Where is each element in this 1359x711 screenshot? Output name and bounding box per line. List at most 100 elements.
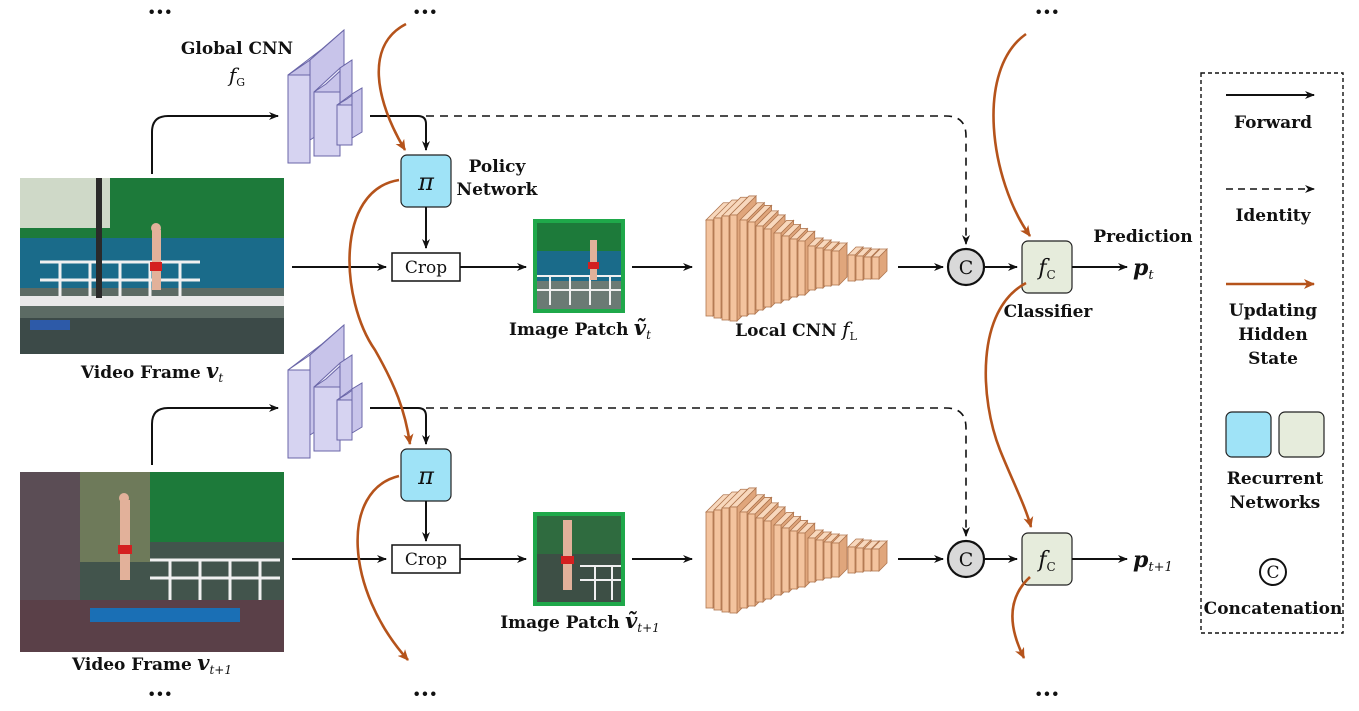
local-cnn-layer bbox=[781, 527, 790, 593]
global-cnn-t bbox=[287, 28, 363, 164]
prediction-t: pt bbox=[1133, 255, 1154, 283]
legend-updating-label-3: State bbox=[1248, 349, 1298, 369]
legend-recurrent-label-1: Recurrent bbox=[1227, 469, 1324, 489]
legend-classifier-swatch bbox=[1278, 411, 1325, 458]
ellipsis-top-right: ··· bbox=[1034, 0, 1059, 26]
legend-recurrent-label-2: Networks bbox=[1230, 493, 1321, 513]
local-cnn-layer bbox=[797, 240, 806, 296]
local-cnn-layer bbox=[797, 532, 806, 588]
local-cnn-layer bbox=[739, 511, 748, 609]
local-cnn-layer bbox=[755, 517, 764, 603]
arrow-global-t1-to-policy bbox=[370, 407, 430, 445]
video-frame-t1-label: Video Frame vt+1 bbox=[71, 650, 232, 677]
legend-updating-label-1: Updating bbox=[1229, 301, 1317, 321]
local-cnn-layer bbox=[815, 247, 824, 289]
local-cnn-layer bbox=[713, 217, 722, 319]
classifier-label: Classifier bbox=[1004, 302, 1094, 322]
local-cnn-layer bbox=[871, 256, 880, 280]
ellipsis-bottom-mid: ··· bbox=[412, 679, 437, 708]
identity-arrow-t1 bbox=[426, 407, 970, 537]
local-cnn-layer bbox=[789, 530, 798, 590]
local-cnn-layer bbox=[705, 511, 714, 609]
hidden-arrow-classifier-t-to-t1 bbox=[984, 281, 1034, 528]
legend-concat-icon bbox=[1259, 558, 1287, 586]
svg-text:C: C bbox=[959, 549, 974, 571]
local-cnn-t1 bbox=[705, 486, 888, 614]
arrow-frame-t1-to-global bbox=[151, 404, 279, 465]
global-cnn-title: Global CNN bbox=[181, 39, 293, 59]
local-cnn-layer bbox=[729, 506, 738, 614]
svg-text:π: π bbox=[417, 462, 435, 490]
svg-text:π: π bbox=[417, 168, 435, 196]
local-cnn-layer bbox=[789, 238, 798, 298]
local-cnn-layer bbox=[773, 232, 782, 304]
policy-network-label-1: Policy bbox=[469, 157, 527, 177]
legend-identity-label: Identity bbox=[1235, 206, 1311, 226]
local-cnn-layer bbox=[831, 250, 840, 286]
legend-updating-label-2: Hidden bbox=[1238, 325, 1307, 345]
legend-concat-symbol: C bbox=[1266, 563, 1279, 583]
svg-text:Crop: Crop bbox=[405, 258, 447, 278]
local-cnn-layer bbox=[721, 215, 730, 321]
local-cnn-layer bbox=[729, 214, 738, 322]
identity-arrow-t bbox=[426, 115, 970, 245]
global-cnn-symbol: fG bbox=[227, 63, 245, 89]
policy-network-t: π bbox=[400, 154, 452, 208]
legend-forward-label: Forward bbox=[1234, 113, 1312, 133]
local-cnn-layer bbox=[705, 219, 714, 317]
image-patch-t1-label: Image Patch ṽt+1 bbox=[500, 608, 660, 635]
local-cnn-layer bbox=[847, 254, 856, 282]
crop-box-t1: Crop bbox=[391, 544, 461, 574]
arrow-global-t-to-policy bbox=[370, 115, 430, 151]
local-cnn-t bbox=[705, 194, 888, 322]
legend-border bbox=[1200, 72, 1344, 634]
local-cnn-layer bbox=[721, 507, 730, 613]
local-cnn-layer bbox=[747, 513, 756, 607]
prediction-t1: pt+1 bbox=[1133, 547, 1173, 575]
local-cnn-layer bbox=[831, 542, 840, 578]
legend: Forward Identity Updating Hidden State R… bbox=[1200, 72, 1344, 634]
ellipsis-top-mid: ··· bbox=[412, 0, 437, 26]
hidden-arrow-policy-out-t1 bbox=[356, 474, 409, 661]
local-cnn-layer bbox=[763, 228, 772, 308]
arrow-frame-t-to-global bbox=[151, 112, 279, 174]
ellipsis-bottom-left: ··· bbox=[147, 679, 172, 708]
hidden-arrow-classifier-in-t bbox=[992, 32, 1032, 237]
concat-node-t1: C bbox=[946, 539, 986, 579]
classifier-t1: fC bbox=[1021, 532, 1073, 586]
local-cnn-layer bbox=[763, 520, 772, 600]
crop-box-t: Crop bbox=[391, 252, 461, 282]
classifier-t: fC bbox=[1021, 240, 1073, 294]
policy-network-label-2: Network bbox=[457, 180, 539, 200]
local-cnn-layer bbox=[823, 249, 832, 287]
image-patch-t-label: Image Patch ṽt bbox=[509, 315, 651, 342]
local-cnn-layer bbox=[807, 537, 816, 583]
local-cnn-layer bbox=[855, 547, 864, 573]
ellipsis-bottom-right: ··· bbox=[1034, 679, 1059, 708]
video-frame-t-label: Video Frame vt bbox=[80, 358, 223, 385]
svg-text:C: C bbox=[959, 257, 974, 279]
concat-node-t: C bbox=[946, 247, 986, 287]
local-cnn-layer bbox=[823, 541, 832, 579]
local-cnn-label: Local CNN fL bbox=[735, 317, 857, 343]
legend-policy-swatch bbox=[1225, 411, 1272, 458]
image-patch-t bbox=[533, 219, 625, 313]
legend-concatenation-label: Concatenation bbox=[1204, 599, 1343, 619]
hidden-arrow-policy-in-t bbox=[377, 22, 407, 151]
local-cnn-layer bbox=[781, 235, 790, 301]
local-cnn-layer bbox=[807, 245, 816, 291]
hidden-arrow-classifier-out-t1 bbox=[1011, 576, 1031, 659]
local-cnn-layer bbox=[773, 524, 782, 596]
local-cnn-layer bbox=[863, 548, 872, 572]
ellipsis-top-left: ··· bbox=[147, 0, 172, 26]
local-cnn-layer bbox=[863, 256, 872, 280]
local-cnn-layer bbox=[739, 219, 748, 317]
local-cnn-layer bbox=[815, 539, 824, 581]
image-patch-t1 bbox=[533, 512, 625, 606]
local-cnn-layer bbox=[755, 225, 764, 311]
video-frame-t1-image bbox=[20, 472, 284, 652]
prediction-label: Prediction bbox=[1093, 227, 1192, 247]
video-frame-t-image bbox=[20, 178, 284, 354]
local-cnn-layer bbox=[855, 255, 864, 281]
